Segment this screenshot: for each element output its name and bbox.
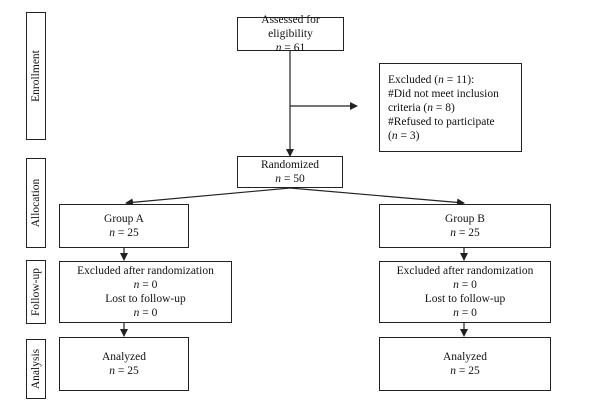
excluded-line-2: #Did not meet inclusion <box>388 87 499 100</box>
followup-b-excluded-count: n = 0 <box>453 279 477 291</box>
assessed-box: Assessed for eligibility n = 61 <box>237 14 344 54</box>
excluded-box: Excluded (n = 11): #Did not meet inclusi… <box>379 63 522 152</box>
assessed-label: Assessed for eligibility <box>261 14 320 40</box>
followup-b-lost-count: n = 0 <box>453 307 477 319</box>
group-b-box: Group B n = 25 <box>379 204 551 248</box>
followup-a-excluded-label: Excluded after randomization <box>77 265 214 277</box>
stage-enrollment: Enrollment <box>26 12 46 140</box>
randomized-box: Randomized n = 50 <box>237 156 343 188</box>
group-b-label: Group B <box>445 213 485 225</box>
randomized-count: n = 50 <box>275 173 305 185</box>
analysis-a-box: Analyzed n = 25 <box>59 337 189 391</box>
excluded-line-3: criteria (n = 8) <box>388 101 455 114</box>
arrow-to-group-a <box>125 187 291 207</box>
stage-enrollment-label: Enrollment <box>30 50 42 102</box>
followup-a-lost-label: Lost to follow-up <box>105 293 186 305</box>
followup-b-lost-label: Lost to follow-up <box>424 293 506 305</box>
group-a-label: Group A <box>104 213 144 225</box>
group-a-count: n = 25 <box>109 227 139 239</box>
randomized-label: Randomized <box>260 159 320 171</box>
stage-analysis: Analysis <box>26 339 46 399</box>
analysis-a-label: Analyzed <box>101 351 147 363</box>
stage-allocation: Allocation <box>26 158 46 248</box>
stage-analysis-label: Analysis <box>30 348 42 390</box>
excluded-line-5: (n = 3) <box>388 129 420 142</box>
stage-followup: Follow-up <box>26 260 46 324</box>
group-a-box: Group A n = 25 <box>59 204 189 248</box>
followup-a-lost-count: n = 0 <box>133 307 158 319</box>
analysis-b-box: Analyzed n = 25 <box>379 337 551 391</box>
followup-a-box: Excluded after randomization n = 0 Lost … <box>59 261 232 323</box>
stage-followup-label: Follow-up <box>30 268 42 316</box>
analysis-a-count: n = 25 <box>109 365 139 377</box>
excluded-line-1: Excluded (n = 11): <box>388 73 475 86</box>
followup-b-box: Excluded after randomization n = 0 Lost … <box>379 261 551 323</box>
excluded-line-4: #Refused to participate <box>388 115 495 128</box>
group-b-count: n = 25 <box>450 227 480 239</box>
analysis-b-label: Analyzed <box>442 351 488 363</box>
arrow-to-group-b <box>289 187 465 207</box>
followup-a-excluded-count: n = 0 <box>133 279 158 291</box>
followup-b-excluded-label: Excluded after randomization <box>396 265 534 277</box>
assessed-count: n = 61 <box>275 42 306 54</box>
stage-allocation-label: Allocation <box>30 178 42 228</box>
analysis-b-count: n = 25 <box>450 365 480 377</box>
